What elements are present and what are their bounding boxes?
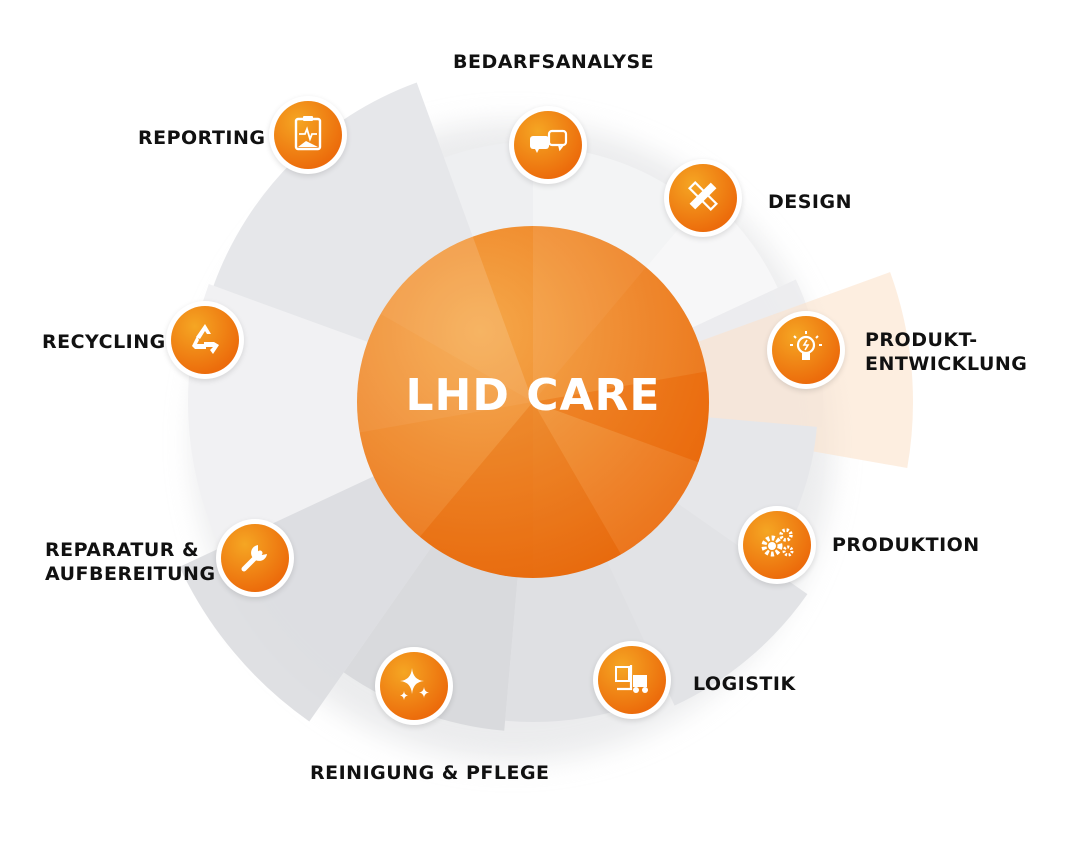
center-title: LHD CARE (405, 370, 661, 421)
step-bedarfsanalyse-label: BEDARFSANALYSE (453, 51, 655, 73)
step-reparatur-node[interactable] (216, 519, 294, 597)
step-produktentwicklung-label: PRODUKT-ENTWICKLUNG (865, 328, 1027, 376)
sparkles-icon (393, 663, 435, 709)
label-line: PRODUKT- (865, 329, 978, 351)
chat-bubbles-icon (527, 122, 569, 168)
step-reinigung-label: REINIGUNG & PFLEGE (310, 762, 550, 784)
step-produktentwicklung-node[interactable] (767, 311, 845, 389)
center-wedge (380, 236, 533, 402)
step-logistik-label: LOGISTIK (693, 673, 796, 695)
step-produktion-node[interactable] (738, 506, 816, 584)
step-reinigung-node[interactable] (375, 647, 453, 725)
center-wedge (533, 402, 621, 578)
center-wedge (533, 402, 699, 555)
forklift-icon (611, 657, 653, 703)
step-produktion-label: PRODUKTION (832, 534, 980, 556)
center-wedge (359, 402, 533, 537)
step-reporting-label: REPORTING (138, 127, 266, 149)
step-bedarfsanalyse-node[interactable] (509, 106, 587, 184)
clipboard-chart-icon (287, 112, 329, 158)
center-circle (357, 226, 709, 578)
step-reparatur-label: REPARATUR &AUFBEREITUNG (45, 538, 216, 586)
gears-icon (756, 522, 798, 568)
label-line: ENTWICKLUNG (865, 353, 1028, 375)
step-recycling-node[interactable] (166, 301, 244, 379)
center-wedge (533, 226, 647, 402)
step-design-label: DESIGN (768, 191, 853, 213)
step-reporting-node[interactable] (269, 96, 347, 174)
step-design-node[interactable] (664, 159, 742, 237)
center-wedge (419, 402, 533, 578)
center-wedge (533, 371, 710, 463)
step-recycling-label: RECYCLING (42, 331, 166, 353)
label-line: REPARATUR & (45, 539, 200, 561)
recycle-icon (184, 317, 226, 363)
wrench-icon (234, 535, 276, 581)
step-logistik-node[interactable] (593, 641, 671, 719)
lightbulb-icon (785, 327, 827, 373)
ruler-pencil-icon (682, 175, 724, 221)
label-line: AUFBEREITUNG (45, 563, 216, 585)
center-wedge (357, 314, 533, 433)
center-wedge (533, 267, 707, 402)
